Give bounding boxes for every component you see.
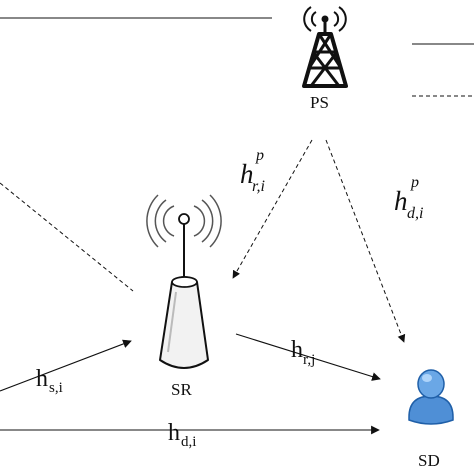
- link-sr-sd: [235, 333, 381, 381]
- channel-label-hdi: h d,i: [168, 420, 196, 450]
- cell-tower-icon: [302, 6, 348, 88]
- sd-label: SD: [418, 451, 440, 470]
- legend-solid-line: [0, 17, 474, 45]
- link-ps-sd: [325, 139, 406, 343]
- user-icon: [408, 369, 454, 425]
- link-s-sr: [0, 339, 132, 392]
- sr-label: SR: [171, 380, 192, 399]
- channel-label-hdip: h d,i p: [394, 174, 427, 222]
- channel-label-hsi: h s,i: [36, 366, 63, 396]
- relay-antenna-icon: [146, 194, 222, 369]
- channel-label-hrip: h r,i p: [240, 147, 269, 195]
- link-ps-sr: [232, 139, 313, 279]
- interference-links: [0, 182, 134, 292]
- ps-label: PS: [310, 93, 329, 112]
- channel-label-hrj: h r,j: [291, 337, 315, 368]
